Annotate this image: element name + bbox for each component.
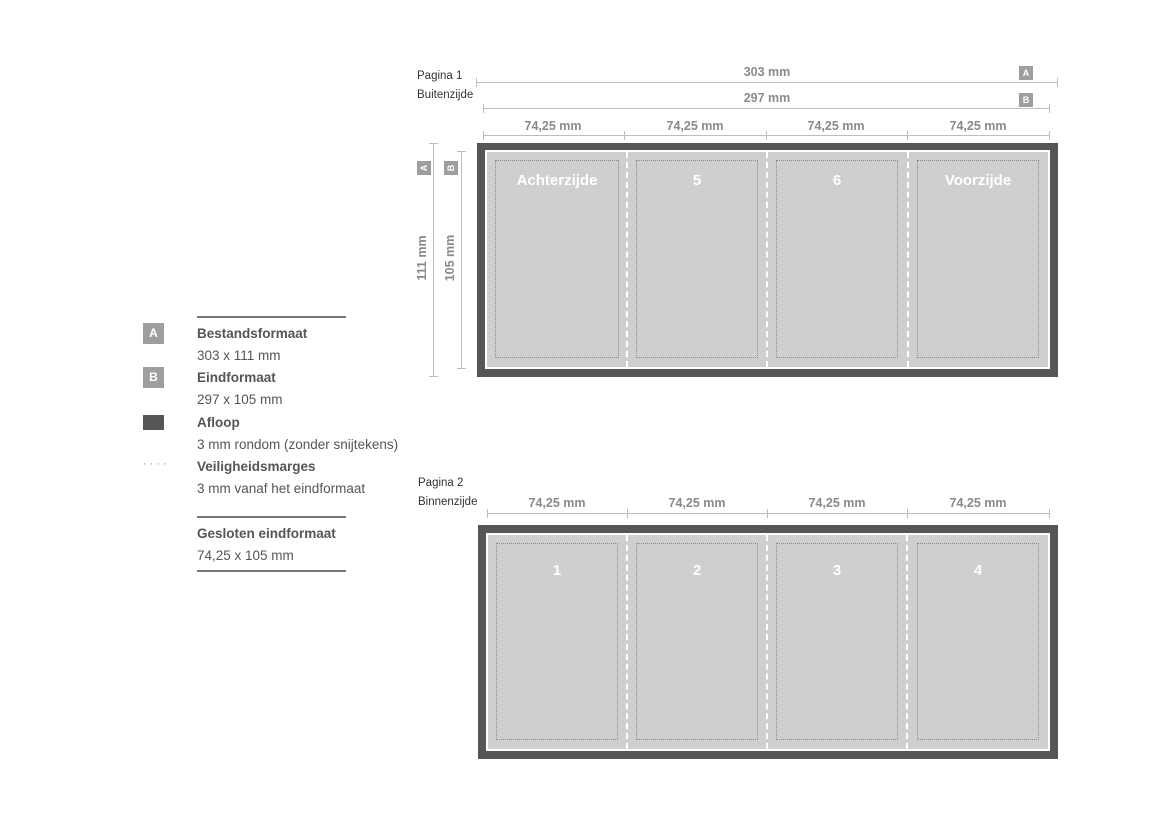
legend-safety-value: 3 mm vanaf het eindformaat bbox=[197, 481, 366, 496]
dimension-tick bbox=[624, 131, 625, 140]
legend-divider bbox=[197, 570, 346, 572]
legend-file-format-value: 303 x 111 mm bbox=[197, 348, 281, 363]
panel-label: Achterzijde bbox=[516, 172, 598, 189]
dimension-tick bbox=[457, 151, 466, 152]
panel-label: 4 bbox=[973, 562, 983, 579]
legend-bleed-value: 3 mm rondom (zonder snijtekens) bbox=[197, 437, 399, 452]
badge-b: B bbox=[444, 161, 458, 175]
dimension-tick bbox=[907, 131, 908, 140]
width-b-label: 297 mm bbox=[743, 91, 791, 105]
legend-badge-a: A bbox=[143, 323, 164, 344]
legend-divider bbox=[197, 516, 346, 518]
legend-safety-symbol: · · · · bbox=[143, 458, 167, 470]
panel-label: 2 bbox=[692, 562, 702, 579]
dimension-tick bbox=[1049, 509, 1050, 518]
dimension-tick bbox=[627, 509, 628, 518]
legend-final-format-value: 297 x 105 mm bbox=[197, 392, 283, 407]
dimension-line bbox=[487, 513, 1050, 514]
safety-margin bbox=[776, 543, 898, 740]
fold-line bbox=[907, 152, 909, 367]
badge-b-text: B bbox=[446, 164, 456, 172]
dimension-line bbox=[476, 82, 1058, 83]
dimension-tick bbox=[907, 509, 908, 518]
dimension-line bbox=[433, 143, 434, 376]
page1-caption-line2: Buitenzijde bbox=[417, 89, 474, 101]
legend-closed-title: Gesloten eindformaat bbox=[197, 526, 336, 541]
panel-width-label: 74,25 mm bbox=[524, 119, 582, 133]
panel-width-label: 74,25 mm bbox=[807, 119, 865, 133]
fold-line bbox=[766, 535, 768, 749]
safety-margin bbox=[917, 543, 1039, 740]
badge-b: B bbox=[1019, 93, 1033, 107]
legend-file-format-title: Bestandsformaat bbox=[197, 326, 308, 341]
panel-width-label: 74,25 mm bbox=[668, 496, 726, 510]
panel-label: Voorzijde bbox=[944, 172, 1012, 189]
safety-margin bbox=[776, 160, 898, 358]
page1-caption: Pagina 1 Buitenzijde bbox=[417, 67, 473, 105]
panel-width-label: 74,25 mm bbox=[666, 119, 724, 133]
legend-divider bbox=[197, 316, 346, 318]
dimension-tick bbox=[767, 509, 768, 518]
dimension-tick bbox=[483, 104, 484, 113]
page2-caption-line1: Pagina 2 bbox=[418, 477, 464, 489]
fold-line bbox=[626, 152, 628, 367]
safety-margin bbox=[636, 160, 758, 358]
safety-margin bbox=[917, 160, 1039, 358]
legend-final-format-title: Eindformaat bbox=[197, 370, 276, 385]
fold-line bbox=[906, 535, 908, 749]
legend-badge-b: B bbox=[143, 367, 164, 388]
panel-label: 1 bbox=[552, 562, 562, 579]
width-a-label: 303 mm bbox=[743, 65, 791, 79]
panel-label: 5 bbox=[692, 172, 702, 189]
dimension-tick bbox=[429, 376, 438, 377]
panel-label: 3 bbox=[832, 562, 842, 579]
height-b-label: 105 mm bbox=[443, 234, 457, 282]
fold-line bbox=[766, 152, 768, 367]
dimension-tick bbox=[1057, 78, 1058, 87]
legend-safety-title: Veiligheidsmarges bbox=[197, 459, 316, 474]
legend-closed-value: 74,25 x 105 mm bbox=[197, 548, 294, 563]
height-a-label: 111 mm bbox=[415, 235, 429, 281]
panel-width-label: 74,25 mm bbox=[949, 496, 1007, 510]
legend-bleed-swatch bbox=[143, 415, 164, 430]
panel-width-label: 74,25 mm bbox=[949, 119, 1007, 133]
dimension-line bbox=[483, 108, 1050, 109]
panel-label: 6 bbox=[832, 172, 842, 189]
badge-a-text: A bbox=[419, 164, 429, 172]
dimension-tick bbox=[457, 368, 466, 369]
page2-caption: Pagina 2 Binnenzijde bbox=[418, 474, 477, 512]
safety-margin bbox=[636, 543, 758, 740]
page2-caption-line2: Binnenzijde bbox=[418, 496, 478, 508]
page2-trim-area bbox=[486, 533, 1050, 751]
page1-caption-line1: Pagina 1 bbox=[417, 70, 463, 82]
dimension-tick bbox=[429, 143, 438, 144]
dimension-tick bbox=[487, 509, 488, 518]
panel-width-label: 74,25 mm bbox=[528, 496, 586, 510]
legend-bleed-title: Afloop bbox=[197, 415, 240, 430]
dimension-tick bbox=[476, 78, 477, 87]
safety-margin bbox=[496, 543, 618, 740]
safety-margin bbox=[495, 160, 619, 358]
dimension-tick bbox=[766, 131, 767, 140]
fold-line bbox=[626, 535, 628, 749]
dimension-line bbox=[461, 151, 462, 369]
dimension-tick bbox=[1049, 104, 1050, 113]
dimension-tick bbox=[1049, 131, 1050, 140]
panel-width-label: 74,25 mm bbox=[808, 496, 866, 510]
dimension-tick bbox=[483, 131, 484, 140]
badge-a: A bbox=[1019, 66, 1033, 80]
badge-a: A bbox=[417, 161, 431, 175]
